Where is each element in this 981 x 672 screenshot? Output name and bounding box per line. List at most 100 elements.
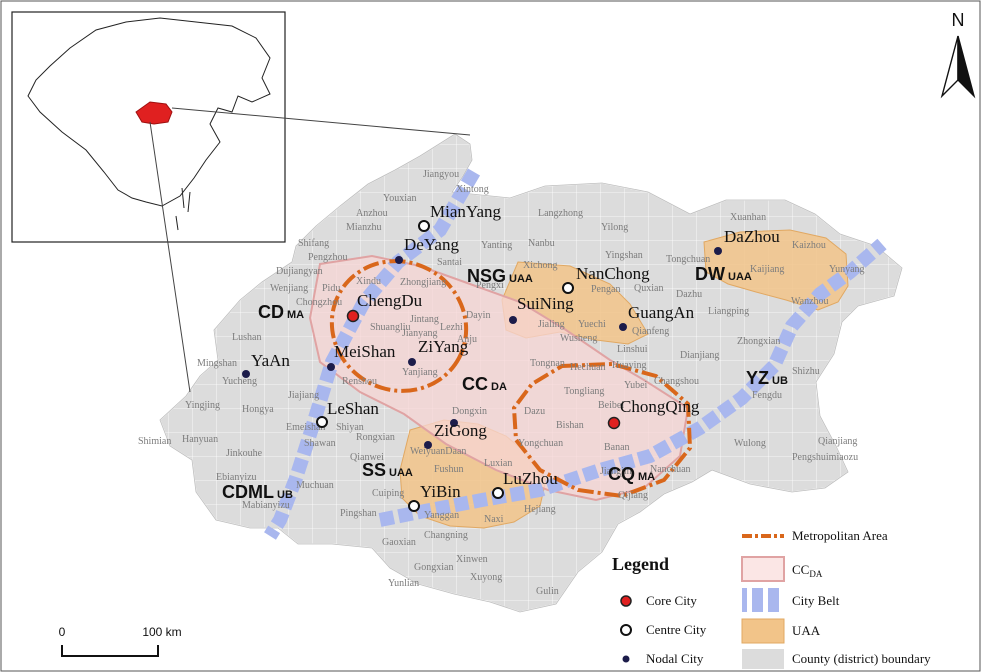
county-label: Tongchuan bbox=[666, 254, 710, 265]
county-label: Youxian bbox=[383, 193, 416, 204]
scale-distance: 100 km bbox=[142, 625, 181, 639]
nodal-city-marker-suining bbox=[509, 316, 517, 324]
county-label: Kaijiang bbox=[750, 264, 784, 275]
county-label: Xuanhan bbox=[730, 212, 766, 223]
scale-bar: 0 100 km bbox=[59, 625, 182, 657]
north-arrow: N bbox=[940, 10, 976, 99]
county-label: Xinwen bbox=[456, 554, 488, 565]
county-label: Wanzhou bbox=[791, 296, 829, 307]
county-label: Yingjing bbox=[185, 400, 220, 411]
county-label: Rongxian bbox=[356, 432, 395, 443]
county-label: Muchuan bbox=[296, 480, 334, 491]
city-label-luzhou: LuZhou bbox=[503, 469, 558, 488]
legend-ccda-symbol bbox=[741, 556, 785, 582]
county-label: Gulin bbox=[536, 586, 559, 597]
county-label: Shifang bbox=[298, 238, 329, 249]
county-label: Qijiang bbox=[618, 490, 648, 501]
metropolitan-areas bbox=[329, 259, 693, 499]
county-label: Lezhi bbox=[440, 322, 463, 333]
county-label: Yubei bbox=[624, 380, 648, 391]
county-label: Shiyan bbox=[336, 422, 364, 433]
county-label: WeiyuanDaan bbox=[410, 446, 466, 457]
county-label: Hanyuan bbox=[182, 434, 218, 445]
legend-core-city-symbol bbox=[620, 595, 632, 607]
county-label: Yanjiang bbox=[402, 367, 438, 378]
county-label: Bishan bbox=[556, 420, 584, 431]
county-label: Jialing bbox=[538, 319, 565, 330]
county-label: Jianyang bbox=[402, 328, 438, 339]
county-label: Yanting bbox=[481, 240, 512, 251]
county-label: Changshou bbox=[654, 376, 699, 387]
county-label: Yingshan bbox=[605, 250, 643, 261]
county-labels: Jiangyou Xintong Youxian Anzhou Mianzhu … bbox=[138, 169, 865, 597]
centre-city-marker-luzhou bbox=[492, 487, 504, 499]
city-label-leshan: LeShan bbox=[327, 399, 379, 418]
county-label: Dazu bbox=[524, 406, 545, 417]
uaa-dw bbox=[703, 229, 849, 311]
city-belt-cdml bbox=[264, 168, 481, 540]
nodal-city-marker-deyang bbox=[395, 256, 403, 264]
county-label: Liangping bbox=[708, 306, 749, 317]
county-label: Qianjiang bbox=[818, 436, 857, 447]
county-label: Pengan bbox=[591, 284, 620, 295]
legend-county-symbol bbox=[742, 649, 784, 669]
county-label: Renshou bbox=[342, 376, 377, 387]
county-label: Gongxian bbox=[414, 562, 453, 573]
city-label-deyang: DeYang bbox=[404, 235, 459, 254]
county-label: Fushun bbox=[434, 464, 463, 475]
county-label: Quxian bbox=[634, 283, 663, 294]
county-label: Mabianyizu bbox=[242, 500, 290, 511]
centre-city-marker-leshan bbox=[316, 416, 328, 428]
core-city-marker-chengdu bbox=[346, 309, 360, 323]
legend-city-belt: City Belt bbox=[792, 593, 840, 608]
county-label: Lushan bbox=[232, 332, 261, 343]
inset-china-outline bbox=[27, 17, 271, 207]
city-label-ziyang: ZiYang bbox=[418, 337, 469, 356]
inset-frame bbox=[11, 11, 286, 243]
county-label: Shizhu bbox=[792, 366, 820, 377]
county-label: Jiangyou bbox=[423, 169, 459, 180]
city-labels: MianYang DeYang ChengDu MeiShan ZiYang Y… bbox=[251, 202, 780, 501]
legend-nodal-city: Nodal City bbox=[646, 651, 704, 666]
legend-ccda: CCDA bbox=[792, 562, 823, 579]
county-label: Yilong bbox=[601, 222, 628, 233]
city-label-mianyang: MianYang bbox=[430, 202, 502, 221]
county-label: Dongxin bbox=[452, 406, 487, 417]
county-label: Jiangjin bbox=[600, 466, 632, 477]
county-label: Jintang bbox=[410, 314, 439, 325]
city-label-chongqing: ChongQing bbox=[620, 397, 700, 416]
nodal-city-marker-meishan bbox=[327, 363, 335, 371]
legend-metro-area: Metropolitan Area bbox=[792, 528, 888, 543]
county-label: Huaying bbox=[612, 360, 646, 371]
county-label: Tongliang bbox=[564, 386, 604, 397]
centre-city-marker-yibin bbox=[408, 500, 420, 512]
city-label-nanchong: NanChong bbox=[576, 264, 650, 283]
county-label: Mingshan bbox=[197, 358, 237, 369]
core-city-marker-chongqing bbox=[607, 416, 621, 430]
county-label: Hongya bbox=[242, 404, 274, 415]
county-label: Banan bbox=[604, 442, 630, 453]
county-label: Pengzhou bbox=[308, 252, 347, 263]
county-label: Hejiang bbox=[524, 504, 556, 515]
county-label: Anzhou bbox=[356, 208, 388, 219]
county-label: Nanchuan bbox=[650, 464, 691, 475]
north-arrow-label: N bbox=[952, 10, 965, 30]
legend-centre-city-symbol bbox=[620, 624, 632, 636]
county-label: Qianwei bbox=[350, 452, 384, 463]
nodal-city-marker-ziyang bbox=[408, 358, 416, 366]
county-label: Pingshan bbox=[340, 508, 377, 519]
county-label: Dazhu bbox=[676, 289, 702, 300]
city-label-yibin: YiBin bbox=[420, 482, 461, 501]
county-label: Xindu bbox=[356, 276, 381, 287]
county-label: Shimian bbox=[138, 436, 171, 447]
county-label: Dujiangyan bbox=[276, 266, 323, 277]
legend-uaa: UAA bbox=[792, 623, 821, 638]
county-label: Yuechi bbox=[578, 319, 606, 330]
